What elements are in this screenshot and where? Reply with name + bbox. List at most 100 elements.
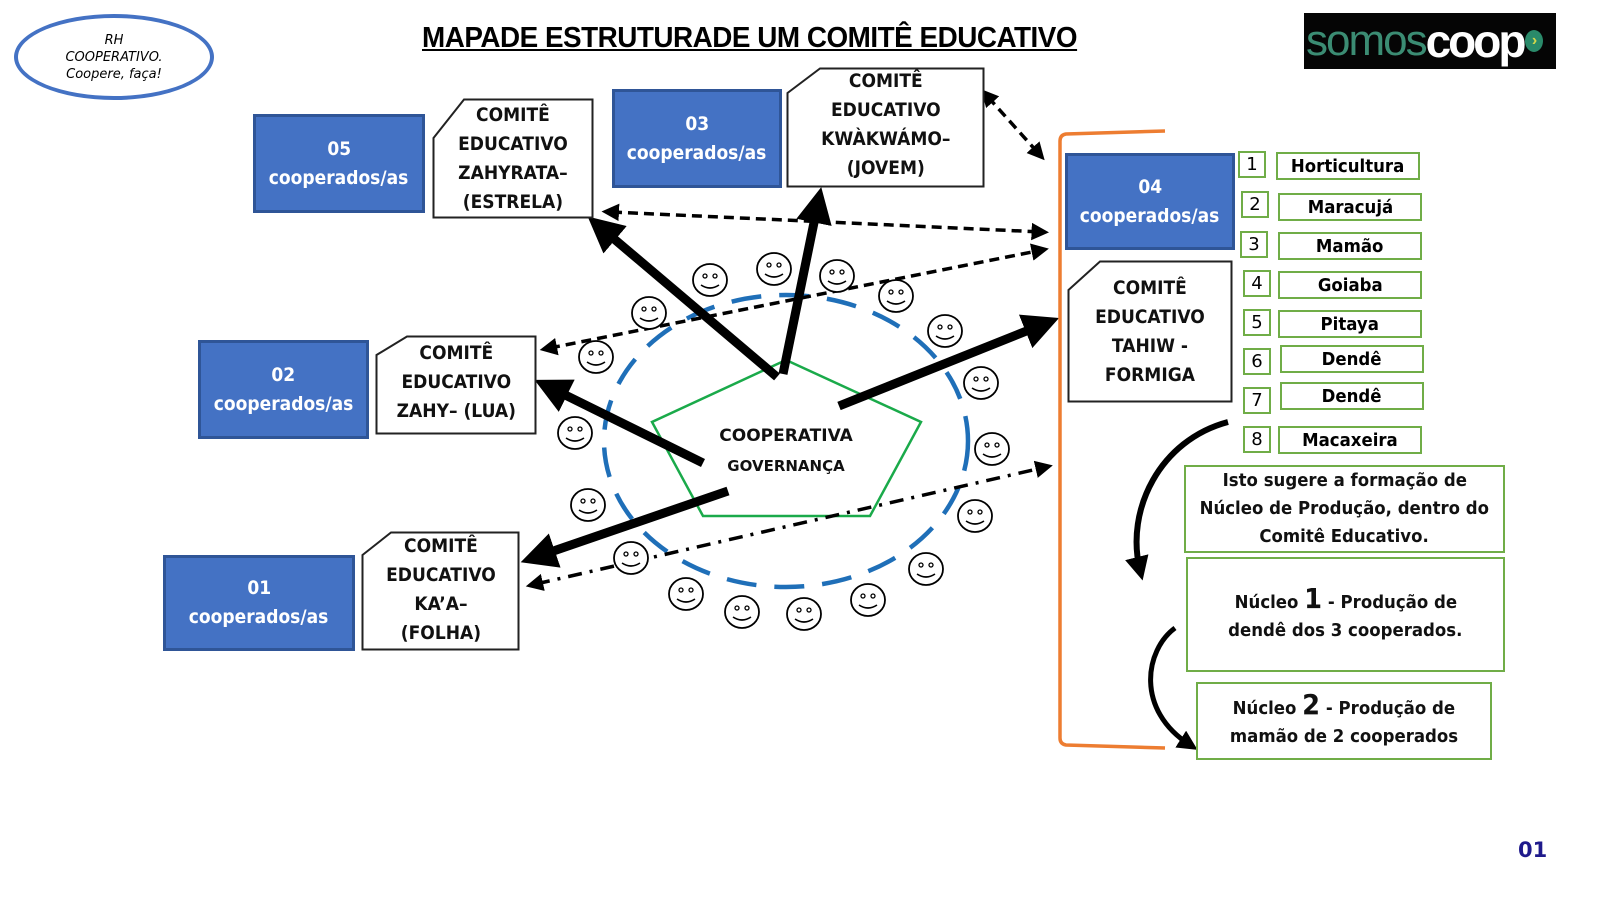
production-number: 3 bbox=[1240, 231, 1268, 258]
committee-line: EDUCATIVO bbox=[401, 370, 511, 393]
smiley-face-icon bbox=[578, 340, 614, 374]
group-box-01: 01 cooperados/as bbox=[163, 555, 355, 651]
committee-line: EDUCATIVO bbox=[385, 564, 496, 586]
group-count: 05 bbox=[327, 137, 351, 160]
center-line-2: GOVERNANÇA bbox=[727, 457, 845, 475]
smiley-face-icon bbox=[631, 296, 667, 330]
nucleo-2-number: 2 bbox=[1302, 688, 1321, 721]
suggestion-line-2: Núcleo de Produção, dentro do bbox=[1199, 498, 1490, 519]
committee-line: COMITÊ bbox=[1113, 276, 1187, 299]
nucleo-1-box: Núcleo 1 - Produção de dendê dos 3 coope… bbox=[1186, 557, 1505, 672]
nucleo-2-box: Núcleo 2 - Produção de mamão de 2 cooper… bbox=[1196, 682, 1492, 760]
smiley-face-icon bbox=[557, 416, 593, 450]
group-box-04: 04 cooperados/as bbox=[1065, 153, 1235, 250]
committee-box-tahiw: COMITÊ EDUCATIVO TAHIW - FORMIGA bbox=[1067, 260, 1233, 403]
smiley-face-icon bbox=[613, 541, 649, 575]
committee-line: COMITÊ bbox=[419, 341, 493, 364]
production-number: 6 bbox=[1243, 348, 1271, 375]
nucleo-2-suffix: - Produção de bbox=[1320, 698, 1456, 719]
rh-line-3: Coopere, faça! bbox=[66, 66, 162, 82]
smiley-face-icon bbox=[786, 597, 822, 631]
rh-cooperativo-badge: RH COOPERATIVO. Coopere, faça! bbox=[14, 14, 214, 100]
committee-line: FORMIGA bbox=[1104, 363, 1196, 386]
production-number: 5 bbox=[1243, 309, 1271, 336]
committee-line: (JOVEM) bbox=[846, 156, 925, 179]
group-count: 03 bbox=[685, 112, 709, 135]
smiley-face-icon bbox=[963, 366, 999, 400]
smiley-face-icon bbox=[692, 263, 728, 297]
dashdot-link-01-to-04 bbox=[525, 460, 1053, 591]
curved-arrow-to-nucleo-2 bbox=[1148, 625, 1198, 750]
production-item: Goiaba bbox=[1278, 271, 1422, 299]
committee-line: KWÀKWÁMO– bbox=[820, 127, 951, 150]
production-item-label: Mamão bbox=[1316, 235, 1384, 257]
chevron-right-icon: › bbox=[1525, 30, 1544, 52]
center-line-1: COOPERATIVA bbox=[719, 426, 853, 446]
production-item: Maracujá bbox=[1278, 193, 1422, 221]
production-item-label: Dendê bbox=[1322, 348, 1382, 370]
smiley-face-icon bbox=[819, 259, 855, 293]
curved-arrow-to-nucleo-1 bbox=[1125, 419, 1229, 581]
production-item-label: Pitaya bbox=[1320, 313, 1380, 335]
smiley-face-icon bbox=[570, 488, 606, 522]
rh-line-1: RH bbox=[104, 32, 124, 48]
group-label: cooperados/as bbox=[213, 392, 354, 415]
arrow-to-committee-03 bbox=[778, 187, 832, 375]
committee-line: COMITÊ bbox=[848, 69, 923, 92]
committee-line: COMITÊ bbox=[403, 535, 478, 557]
production-item-label: Maracujá bbox=[1307, 196, 1393, 218]
production-number: 8 bbox=[1243, 426, 1271, 453]
logo-text-coop: coop bbox=[1425, 15, 1527, 67]
group-label: cooperados/as bbox=[269, 166, 409, 189]
production-item: Mamão bbox=[1278, 232, 1422, 260]
smiley-face-icon bbox=[668, 577, 704, 611]
committee-line: EDUCATIVO bbox=[458, 132, 568, 155]
smiley-face-icon bbox=[756, 252, 792, 286]
nucleo-1-prefix: Núcleo bbox=[1234, 591, 1304, 613]
committee-box-zahy: COMITÊ EDUCATIVO ZAHY– (LUA) bbox=[375, 335, 537, 435]
somoscoop-logo: somos coop › bbox=[1304, 13, 1556, 69]
committee-line: TAHIW - bbox=[1111, 334, 1189, 357]
logo-text-somos: somos bbox=[1306, 16, 1428, 65]
production-item-label: Dendê bbox=[1322, 385, 1382, 407]
production-number: 1 bbox=[1238, 151, 1266, 178]
nucleo-2-line-2: mamão de 2 cooperados bbox=[1229, 726, 1459, 747]
nucleo-1-number: 1 bbox=[1303, 581, 1322, 615]
smiley-face-icon bbox=[878, 279, 914, 313]
production-item-label: Macaxeira bbox=[1302, 429, 1398, 451]
committee-line: ZAHY– (LUA) bbox=[396, 399, 516, 422]
group-label: cooperados/as bbox=[1080, 204, 1220, 227]
page-number: 01 bbox=[1518, 838, 1548, 862]
smiley-face-icon bbox=[724, 595, 760, 629]
arrow-to-committee-05 bbox=[587, 216, 780, 381]
committee-line: EDUCATIVO bbox=[1095, 305, 1205, 328]
suggestion-line-3: Comitê Educativo. bbox=[1259, 526, 1430, 547]
group-box-02: 02 cooperados/as bbox=[198, 340, 369, 439]
dashed-link-05-to-04 bbox=[601, 203, 1049, 241]
member-smileys bbox=[557, 252, 1010, 631]
smiley-face-icon bbox=[957, 499, 993, 533]
smiley-face-icon bbox=[850, 583, 886, 617]
committee-line: EDUCATIVO bbox=[830, 98, 941, 121]
group-count: 02 bbox=[271, 363, 296, 386]
production-item-label: Horticultura bbox=[1291, 155, 1405, 177]
smiley-face-icon bbox=[908, 552, 944, 586]
committee-line: (ESTRELA) bbox=[462, 190, 564, 213]
rh-line-2: COOPERATIVO. bbox=[65, 49, 163, 65]
production-number: 4 bbox=[1243, 270, 1271, 297]
production-item: Pitaya bbox=[1278, 310, 1422, 338]
group-box-03: 03 cooperados/as bbox=[612, 89, 782, 188]
nucleo-2-prefix: Núcleo bbox=[1232, 698, 1303, 719]
committee-box-kaa: COMITÊ EDUCATIVO KA’A– (FOLHA) bbox=[361, 531, 520, 651]
committee-line: COMITÊ bbox=[476, 103, 550, 126]
production-item: Macaxeira bbox=[1278, 426, 1422, 454]
group-label: cooperados/as bbox=[189, 606, 329, 628]
committee-line: (FOLHA) bbox=[400, 622, 481, 644]
nucleo-1-line-1: Núcleo 1 - Produção de bbox=[1234, 581, 1456, 617]
page-title: MAPADE ESTRUTURADE UM COMITÊ EDUCATIVO bbox=[422, 22, 1078, 54]
group-04-bracket bbox=[1058, 129, 1166, 750]
committee-line: KA’A– bbox=[413, 593, 468, 615]
committee-box-zahyrata: COMITÊ EDUCATIVO ZAHYRATA– (ESTRELA) bbox=[432, 98, 594, 219]
production-number: 2 bbox=[1241, 191, 1269, 218]
